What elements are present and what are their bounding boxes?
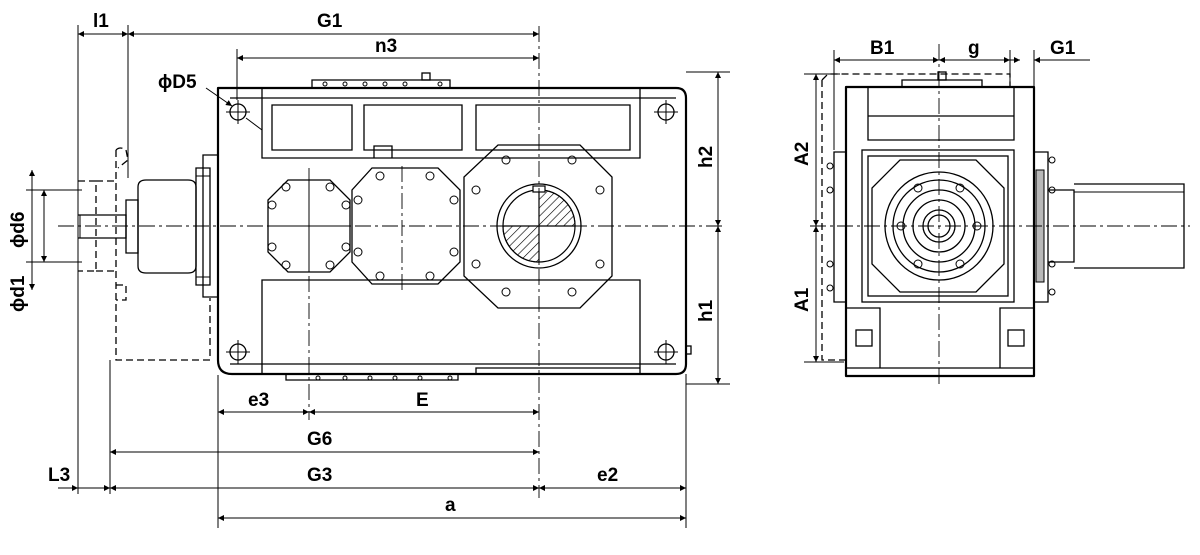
label-d6: ϕd6 <box>8 212 29 248</box>
label-g: g <box>968 38 980 59</box>
label-l1: l1 <box>93 11 109 32</box>
dimension-lines <box>26 25 1090 528</box>
front-view <box>58 26 722 498</box>
side-view <box>810 44 1190 384</box>
housing-outline <box>216 86 688 376</box>
label-g6: G6 <box>307 429 332 450</box>
front-center-lines <box>58 26 722 498</box>
label-g1-side: G1 <box>1050 38 1076 59</box>
label-n3: n3 <box>375 36 397 57</box>
corner-holes <box>226 100 692 364</box>
label-a: a <box>445 495 456 516</box>
phantom-motor-outline <box>78 147 211 361</box>
side-phantom-outline <box>821 73 1011 361</box>
top-rib-windows <box>271 104 631 158</box>
output-bearing-cover <box>463 144 613 309</box>
middle-bearing-cover <box>351 167 461 285</box>
label-h1: h1 <box>696 299 717 322</box>
label-e: E <box>416 390 429 411</box>
side-housing-outline <box>844 85 1036 378</box>
label-a2: A2 <box>792 142 813 166</box>
side-feet <box>846 307 1034 368</box>
input-adaptor <box>78 154 219 298</box>
side-center-lines <box>810 44 1190 384</box>
label-l3: L3 <box>48 465 70 486</box>
label-a1: A1 <box>792 287 813 312</box>
label-d5: ϕD5 <box>158 72 197 93</box>
label-g1-top: G1 <box>317 11 343 32</box>
housing-inner-top <box>261 88 641 159</box>
dimension-labels: l1 G1 n3 ϕD5 ϕd6 ϕd1 h2 h1 e3 E G6 L3 G3… <box>8 11 1076 516</box>
bottom-rail <box>285 367 640 381</box>
housing-inner-bottom <box>261 279 641 374</box>
label-e2: e2 <box>597 465 618 486</box>
label-g3: G3 <box>307 465 332 486</box>
top-inspection-cover <box>311 72 451 88</box>
label-d1: ϕd1 <box>8 275 29 312</box>
label-h2: h2 <box>696 146 717 168</box>
label-e3: e3 <box>248 390 269 411</box>
label-b1: B1 <box>870 38 895 59</box>
